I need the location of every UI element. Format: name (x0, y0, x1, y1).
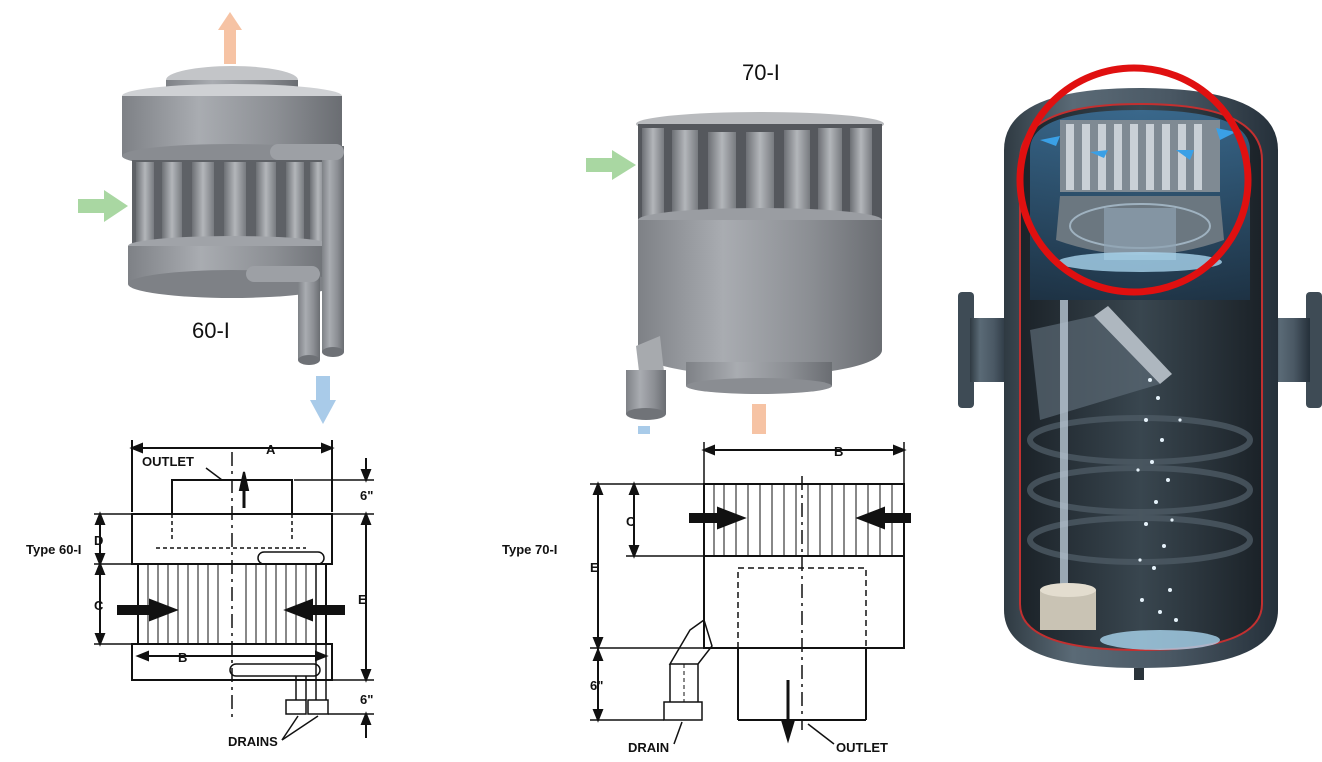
drain-arrow-icon (638, 426, 650, 434)
drawing-60i-labels: Type 60-I A OUTLET 6" D C E B 6" DRAINS (26, 442, 373, 749)
dim-6in-label-70i: 6" (590, 678, 603, 693)
dim-6in-top-label: 6" (360, 488, 373, 503)
drawing-60i (94, 440, 374, 741)
dim-d-label: D (94, 533, 103, 548)
type-label-70i: Type 70-I (502, 542, 557, 557)
dim-e-label-70i: E (590, 560, 599, 575)
drain-label: DRAIN (628, 740, 669, 755)
drain-elbow (626, 336, 666, 420)
inlet-baffle (1094, 306, 1172, 384)
drawing-70i (590, 442, 911, 745)
render-70i: 70-I (586, 60, 884, 434)
model-label-60i: 60-I (192, 318, 230, 343)
outlet-arrow-icon (218, 12, 242, 64)
model-label-70i: 70-I (742, 60, 780, 85)
dim-b-label-70i: B (834, 444, 843, 459)
separator-cutaway (958, 64, 1322, 680)
dim-6in-bottom-label: 6" (360, 692, 373, 707)
dim-b-label-60i: B (178, 650, 187, 665)
outlet-arrow-icon (752, 404, 766, 434)
outlet-label-60i: OUTLET (142, 454, 194, 469)
drain-pipes (246, 144, 344, 365)
dim-e-label-60i: E (358, 592, 367, 607)
dim-c-label-60i: C (94, 598, 104, 613)
drains-label: DRAINS (228, 734, 278, 749)
render-60i: 60-I (78, 12, 344, 424)
drawing-70i-labels: Type 70-I B C E 6" DRAIN OUTLET (502, 444, 888, 755)
inlet-arrow-icon (78, 190, 128, 222)
outlet-label-70i: OUTLET (836, 740, 888, 755)
highlight-circle (1016, 64, 1252, 296)
type-label-60i: Type 60-I (26, 542, 81, 557)
dim-a-label: A (266, 442, 276, 457)
drain-arrow-icon (310, 376, 336, 424)
inlet-arrow-icon (586, 150, 636, 180)
dim-c-label-70i: C (626, 514, 636, 529)
